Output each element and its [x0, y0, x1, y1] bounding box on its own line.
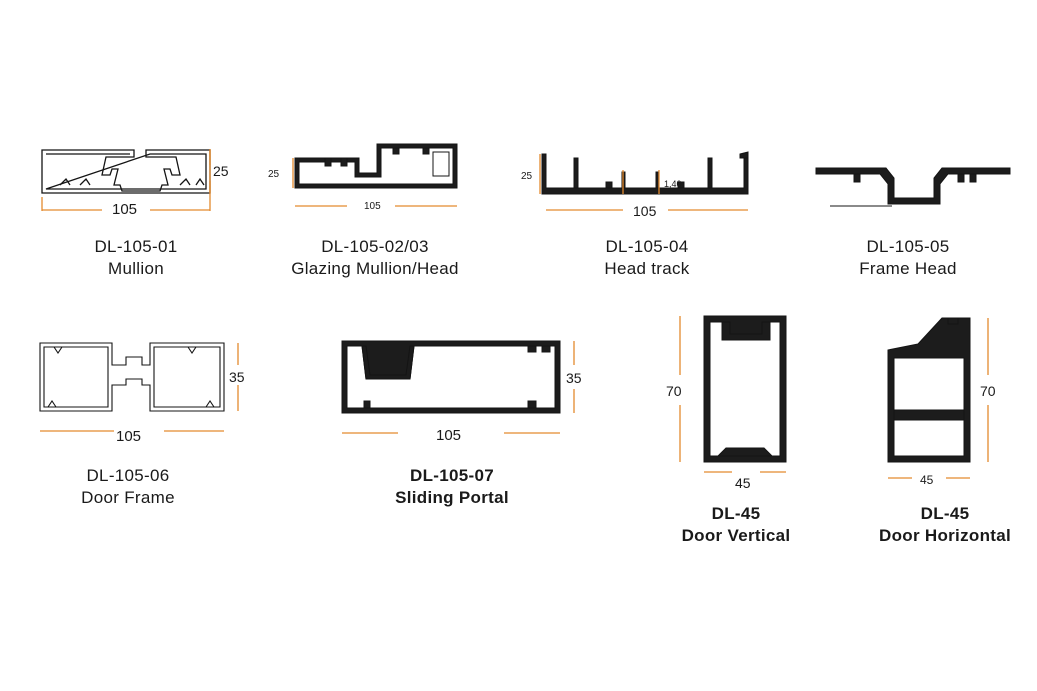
door-frame-drawing	[39, 342, 239, 432]
profile-name: Door Vertical	[681, 526, 791, 545]
profile-code: DL-105-02/03	[321, 237, 429, 256]
label-door-frame: DL-105-06 Door Frame	[28, 465, 228, 509]
profile-code: DL-105-04	[605, 237, 689, 256]
dimension-height: 25	[521, 171, 533, 182]
profile-name: Glazing Mullion/Head	[291, 259, 459, 278]
dimension-width: 45	[920, 473, 934, 487]
dimension-width: 105	[116, 428, 142, 445]
label-door-vertical: DL-45 Door Vertical	[636, 503, 836, 547]
dimension-height: 70	[666, 383, 682, 399]
label-head-track: DL-105-04 Head track	[547, 236, 747, 280]
dimension-height: 35	[229, 369, 245, 385]
glazing-mullion-drawing	[292, 143, 458, 207]
mullion-section-drawing	[41, 149, 211, 211]
profile-code: DL-45	[711, 504, 761, 523]
profile-code: DL-45	[920, 504, 970, 523]
head-track-drawing	[539, 151, 749, 211]
profile-code: DL-105-06	[86, 466, 170, 485]
profile-code: DL-105-05	[866, 237, 950, 256]
label-glazing-mullion-head: DL-105-02/03 Glazing Mullion/Head	[265, 236, 485, 280]
door-horizontal-drawing	[887, 317, 989, 479]
profile-frame-head	[810, 160, 1020, 220]
dimension-width: 105	[112, 201, 138, 218]
dimension-height: 35	[566, 370, 582, 386]
profile-door-horizontal: 70 45	[870, 310, 1010, 495]
dimension-width: 105	[633, 203, 657, 219]
label-mullion: DL-105-01 Mullion	[36, 236, 236, 280]
dimension-width: 105	[436, 427, 462, 444]
profile-name: Frame Head	[859, 259, 957, 278]
sliding-portal-drawing	[341, 340, 575, 434]
profile-name: Door Horizontal	[879, 526, 1011, 545]
dimension-height: 25	[268, 169, 280, 180]
profile-mullion: 25 105	[40, 145, 240, 225]
profile-head-track: 25 1,40 105	[518, 148, 758, 228]
frame-head-drawing	[815, 167, 1011, 207]
profile-code: DL-105-07	[410, 466, 494, 485]
door-vertical-drawing	[679, 315, 787, 473]
profile-sliding-portal: 35 105	[338, 335, 588, 450]
profile-door-frame: 35 105	[34, 335, 254, 450]
dimension-width: 45	[735, 475, 751, 491]
label-door-horizontal: DL-45 Door Horizontal	[845, 503, 1037, 547]
profile-door-vertical: 70 45	[660, 310, 800, 495]
profile-glazing-mullion-head: 25 105	[265, 140, 465, 220]
dimension-width: 105	[364, 201, 381, 212]
dimension-thickness: 1,40	[664, 179, 682, 189]
label-frame-head: DL-105-05 Frame Head	[808, 236, 1008, 280]
profile-code: DL-105-01	[94, 237, 178, 256]
dimension-height: 25	[213, 163, 229, 179]
label-sliding-portal: DL-105-07 Sliding Portal	[352, 465, 552, 509]
profile-name: Head track	[604, 259, 690, 278]
profile-name: Door Frame	[81, 488, 175, 507]
profile-name: Mullion	[108, 259, 164, 278]
dimension-height: 70	[980, 383, 996, 399]
profile-name: Sliding Portal	[395, 488, 509, 507]
